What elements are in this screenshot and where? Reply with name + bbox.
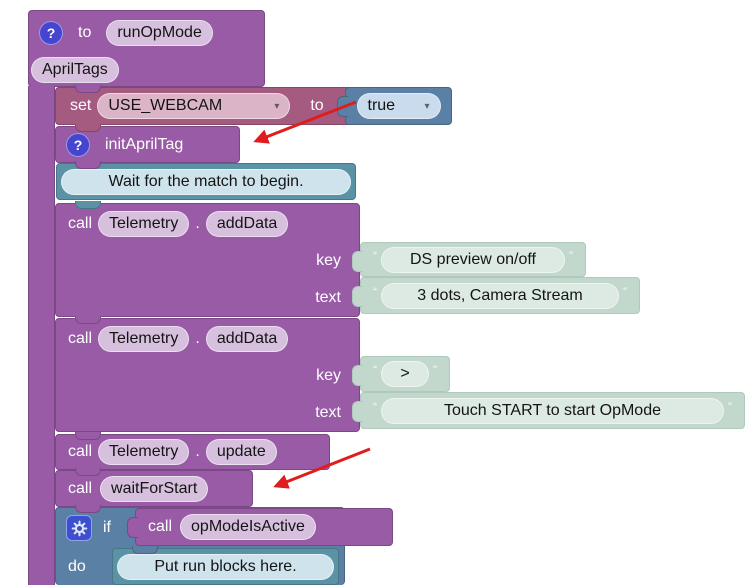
key-input-label: key (316, 252, 341, 270)
dot-label: . (195, 443, 200, 460)
method-field[interactable]: addData (205, 210, 289, 237)
init-apriltag-call-block[interactable]: ? initAprilTag (55, 126, 240, 163)
run-blocks-comment-block[interactable]: Put run blocks here. (112, 548, 339, 585)
boolean-dropdown[interactable]: true ▾ (356, 93, 441, 119)
open-quote: “ (373, 363, 377, 377)
dropdown-caret-icon: ▾ (424, 100, 430, 112)
value-connector-tab (127, 517, 138, 538)
close-quote: ” (569, 248, 573, 263)
close-quote: ” (728, 399, 732, 414)
runopmode-left-spine (28, 86, 55, 585)
gear-icon[interactable] (66, 515, 92, 542)
call-label: call (68, 479, 93, 497)
connection-bump (75, 201, 101, 209)
wait-comment-block[interactable]: Wait for the match to begin. (56, 163, 356, 200)
close-quote: ” (433, 363, 437, 377)
method-field[interactable]: waitForStart (100, 475, 209, 502)
connection-bump (132, 546, 158, 554)
call-label: call (68, 214, 93, 232)
call-label: call (68, 329, 93, 347)
to-label: to (78, 23, 92, 41)
opmodeisactive-block[interactable]: call opModeIsActive (127, 508, 393, 546)
string-block-text-2[interactable]: “ Touch START to start OpMode ” (352, 392, 745, 429)
string-text-field[interactable]: Touch START to start OpMode (381, 397, 724, 424)
string-text-field[interactable]: DS preview on/off (381, 246, 565, 273)
dropdown-caret-icon: ▾ (274, 100, 280, 112)
method-field[interactable]: addData (205, 325, 289, 352)
dot-label: . (195, 214, 200, 232)
comment-text-field[interactable]: Wait for the match to begin. (61, 168, 351, 195)
value-connector-tab (352, 286, 363, 307)
open-quote: “ (373, 399, 377, 414)
comment-text-field[interactable]: Put run blocks here. (117, 553, 334, 580)
open-quote: “ (373, 248, 377, 263)
telemetry-adddata-block-1[interactable]: call Telemetry . addData key text (55, 203, 360, 317)
text-input-label: text (315, 288, 341, 306)
if-label: if (103, 519, 111, 537)
connection-bump (75, 432, 101, 440)
help-icon[interactable]: ? (39, 20, 63, 45)
set-label: set (70, 97, 92, 114)
gear-glyph (71, 520, 87, 537)
connection-bump (75, 468, 101, 476)
object-field[interactable]: Telemetry (98, 210, 190, 237)
string-text-field[interactable]: 3 dots, Camera Stream (381, 282, 619, 309)
object-field[interactable]: Telemetry (98, 325, 190, 352)
connection-bump (75, 316, 101, 324)
dot-label: . (195, 329, 200, 347)
help-icon[interactable]: ? (66, 132, 90, 157)
opmode-annotation-field[interactable]: AprilTags (31, 57, 119, 84)
method-field[interactable]: opModeIsActive (180, 514, 316, 540)
value-connector-tab (352, 401, 363, 422)
function-call-label: initAprilTag (105, 135, 184, 153)
true-value-block[interactable]: true ▾ (337, 87, 452, 125)
to-value-label: to (310, 97, 324, 114)
string-block-text-1[interactable]: “ 3 dots, Camera Stream ” (352, 277, 640, 314)
set-variable-block[interactable]: set USE_WEBCAM ▾ to (55, 87, 358, 125)
object-field[interactable]: Telemetry (98, 439, 190, 465)
method-field[interactable]: update (205, 439, 277, 465)
value-connector-tab (352, 251, 363, 272)
string-block-key-2[interactable]: “ > ” (352, 356, 450, 392)
do-label: do (68, 557, 86, 575)
connection-bump (75, 161, 101, 169)
variable-dropdown[interactable]: USE_WEBCAM ▾ (97, 93, 291, 119)
key-input-label: key (316, 367, 341, 385)
text-input-label: text (315, 403, 341, 421)
string-block-key-1[interactable]: “ DS preview on/off ” (352, 242, 586, 277)
value-connector-tab (352, 365, 363, 386)
connection-bump (75, 124, 101, 132)
function-name-field[interactable]: runOpMode (106, 19, 213, 46)
runopmode-function-block[interactable]: ? to runOpMode AprilTags (28, 10, 265, 87)
variable-name: USE_WEBCAM (108, 97, 223, 114)
connection-bump (75, 505, 101, 513)
string-text-field[interactable]: > (381, 361, 429, 387)
waitforstart-block[interactable]: call waitForStart (55, 470, 253, 507)
telemetry-adddata-block-2[interactable]: call Telemetry . addData key text (55, 318, 360, 432)
close-quote: ” (623, 284, 627, 299)
open-quote: “ (373, 284, 377, 299)
call-label: call (68, 443, 93, 460)
value-connector-tab (337, 96, 348, 117)
boolean-value: true (367, 97, 396, 114)
connection-bump (75, 85, 101, 93)
call-label: call (148, 518, 173, 535)
